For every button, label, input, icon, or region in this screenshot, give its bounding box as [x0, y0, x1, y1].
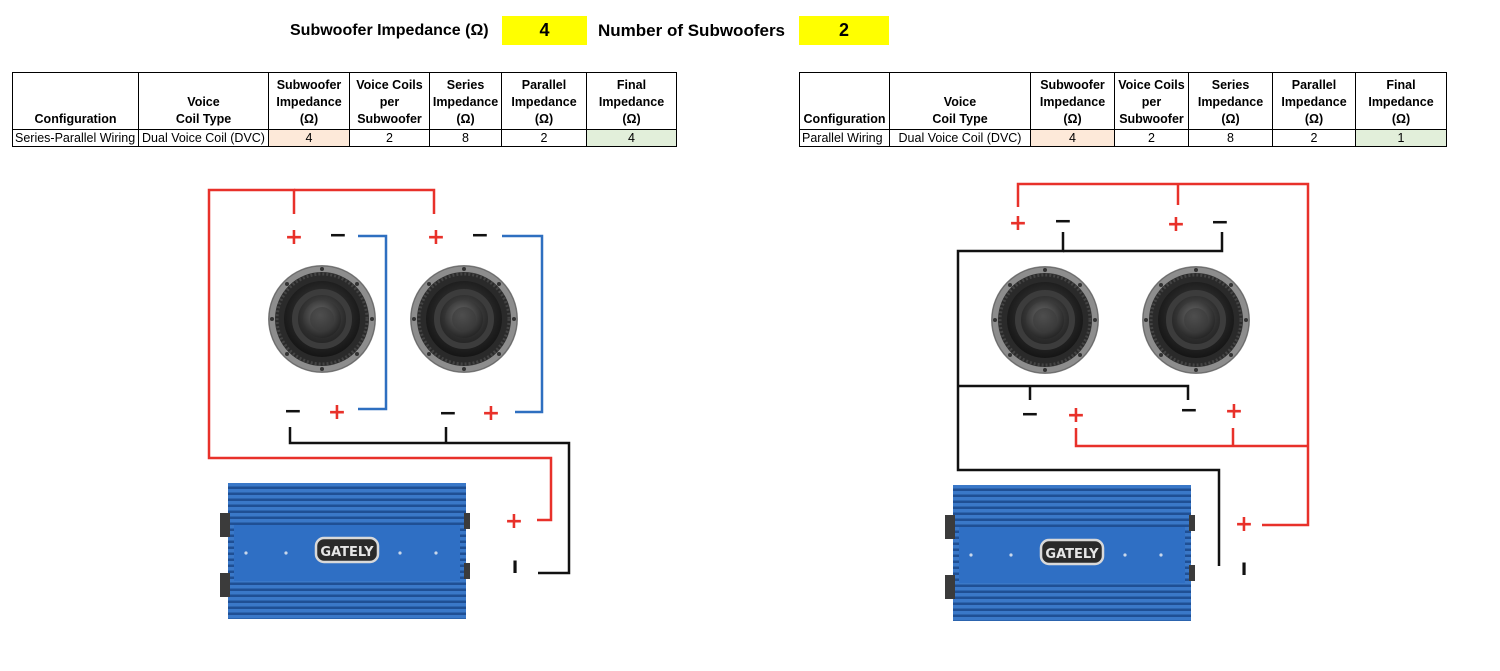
table-row: Parallel Wiring Dual Voice Coil (DVC) 4 … — [799, 129, 1447, 147]
minus-terminal: − — [471, 223, 489, 248]
minus-terminal: − — [284, 399, 302, 424]
amplifier-brand: GATELY — [1045, 547, 1099, 562]
plus-terminal: + — [1167, 212, 1185, 237]
minus-terminal: − — [1180, 398, 1198, 423]
col-configuration: Configuration — [12, 72, 139, 130]
negative-wire — [288, 427, 571, 575]
cell-configuration[interactable]: Series-Parallel Wiring — [12, 129, 139, 147]
negative-wire — [956, 232, 1221, 566]
cell-voice-coils[interactable]: 2 — [1114, 129, 1189, 147]
amp-minus-terminal: I — [512, 558, 518, 578]
subwoofer-impedance-label: Subwoofer Impedance (Ω) — [290, 22, 489, 39]
cell-configuration[interactable]: Parallel Wiring — [799, 129, 890, 147]
cell-series-impedance[interactable]: 8 — [429, 129, 502, 147]
plus-terminal: + — [427, 225, 445, 250]
subwoofer-2 — [1142, 266, 1250, 374]
amp-plus-terminal: + — [1235, 512, 1253, 537]
amp-plus-terminal: + — [505, 509, 523, 534]
cell-final-impedance[interactable]: 4 — [586, 129, 677, 147]
positive-wire — [294, 188, 436, 214]
minus-terminal: − — [329, 223, 347, 248]
amplifier-brand: GATELY — [320, 545, 374, 560]
subwoofer-1 — [268, 265, 376, 373]
amp-minus-terminal: I — [1241, 560, 1247, 580]
positive-wire — [1074, 428, 1308, 448]
subwoofer-count-label: Number of Subwoofers — [598, 21, 786, 40]
bridge-wire — [358, 234, 388, 411]
cell-coil-type[interactable]: Dual Voice Coil (DVC) — [889, 129, 1031, 147]
cell-sub-impedance[interactable]: 4 — [1030, 129, 1115, 147]
negative-wire — [1063, 232, 1224, 253]
parallel-diagram: + − + − − + − + GATELY + I — [943, 182, 1310, 623]
cell-final-impedance[interactable]: 1 — [1355, 129, 1447, 147]
plus-terminal: + — [482, 401, 500, 426]
col-configuration: Configuration — [799, 72, 890, 130]
cell-parallel-impedance[interactable]: 2 — [1272, 129, 1356, 147]
minus-terminal: − — [1211, 210, 1229, 235]
minus-terminal: − — [1054, 209, 1072, 234]
plus-terminal: + — [328, 400, 346, 425]
subwoofer-impedance-value[interactable]: 4 — [502, 16, 587, 45]
negative-wire — [958, 384, 1190, 400]
table-row: Series-Parallel Wiring Dual Voice Coil (… — [12, 129, 677, 147]
positive-wire — [1016, 182, 1310, 527]
plus-terminal: + — [1009, 211, 1027, 236]
plus-terminal: + — [1067, 403, 1085, 428]
bridge-wire — [502, 234, 544, 414]
series-parallel-diagram: + − + − − + − + GATELY + I — [207, 188, 571, 621]
minus-terminal: − — [1021, 402, 1039, 427]
subwoofer-2 — [410, 265, 518, 373]
plus-terminal: + — [285, 225, 303, 250]
subwoofer-count-value[interactable]: 2 — [799, 16, 889, 45]
plus-terminal: + — [1225, 399, 1243, 424]
cell-sub-impedance[interactable]: 4 — [268, 129, 350, 147]
minus-terminal: − — [439, 401, 457, 426]
cell-voice-coils[interactable]: 2 — [349, 129, 430, 147]
cell-coil-type[interactable]: Dual Voice Coil (DVC) — [138, 129, 269, 147]
subwoofer-1 — [991, 266, 1099, 374]
